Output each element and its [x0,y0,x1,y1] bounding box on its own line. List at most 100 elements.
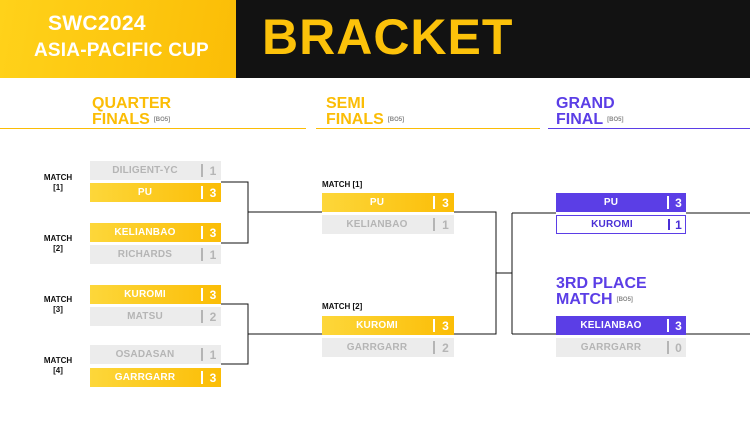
semi-title-line2: FINALS [326,111,384,129]
team-name: PU [369,197,385,208]
team-name: PU [603,197,619,208]
team-name: DILIGENT-YC [112,165,178,176]
score-divider [201,226,203,239]
qf4-team-top[interactable]: OSADASAN 1 [90,345,221,364]
sf1-team-bottom[interactable]: KELIANBAO 1 [322,215,454,234]
gf-team-bottom[interactable]: KUROMI 1 [556,215,686,234]
qf2-label-line1: MATCH [43,234,73,243]
qf3-label-line1: MATCH [43,295,73,304]
team-name: KUROMI [356,320,398,331]
qf2-team-bottom[interactable]: RICHARDS 1 [90,245,221,264]
team-name: KUROMI [124,289,166,300]
final-rule [548,128,750,129]
grand-final-title: GRAND FINAL[BO5] [556,95,632,129]
team-score: 0 [675,340,682,355]
qf-match-label-3: MATCH [3] [40,295,76,315]
team-score: 3 [209,287,217,302]
third-title-line2: MATCH [556,291,613,309]
title-banner [236,0,750,78]
score-divider [201,310,203,323]
score-divider [668,219,670,230]
team-name: KELIANBAO [346,219,408,230]
connector-qf3-qf4 [221,303,249,365]
event-name: SWC2024 [48,12,146,35]
score-divider [433,319,435,332]
qf-match-label-2: MATCH [2] [40,234,76,254]
team-score: 3 [209,185,217,200]
team-score: 1 [209,247,217,262]
qf4-label-line1: MATCH [43,356,73,365]
qf4-team-bottom[interactable]: GARRGARR 3 [90,368,221,387]
qf3-team-bottom[interactable]: MATSU 2 [90,307,221,326]
quarter-title-line1: QUARTER [92,95,172,112]
team-score: 3 [442,318,449,333]
sf2-team-bottom[interactable]: GARRGARR 2 [322,338,454,357]
semi-format: [BO5] [387,117,405,123]
sf-match-label-1: MATCH [1] [322,180,363,189]
team-name: RICHARDS [117,249,173,260]
semi-finals-title: SEMI FINALS[BO5] [326,95,413,129]
score-divider [433,218,435,231]
qf-match-label-4: MATCH [4] [40,356,76,376]
team-score: 1 [675,217,682,232]
team-name: KELIANBAO [114,227,176,238]
team-score: 3 [442,195,449,210]
score-divider [201,248,203,261]
score-divider [201,186,203,199]
team-score: 1 [442,217,449,232]
qf-match-label-1: MATCH [1] [40,173,76,193]
team-score: 3 [209,225,217,240]
score-divider [667,196,669,209]
quarter-format: [BO5] [153,117,171,123]
sf-match-label-2: MATCH [2] [322,302,363,311]
team-name: PU [137,187,153,198]
grand-title-line1: GRAND [556,95,615,112]
quarter-rule [0,128,306,129]
qf1-team-bottom[interactable]: PU 3 [90,183,221,202]
third-place-title: 3RD PLACE MATCH[BO5] [556,276,647,308]
qf4-label-line2: [4] [53,366,63,375]
third-team-top[interactable]: KELIANBAO 3 [556,316,686,335]
semi-rule [316,128,540,129]
qf1-label-line1: MATCH [43,173,73,182]
team-score: 2 [209,309,217,324]
qf2-team-top[interactable]: KELIANBAO 3 [90,223,221,242]
gf-team-top[interactable]: PU 3 [556,193,686,212]
team-name: OSADASAN [115,349,175,360]
grand-format: [BO5] [607,117,624,123]
quarter-finals-title: QUARTER FINALS[BO5] [92,95,180,129]
third-team-bottom[interactable]: GARRGARR 0 [556,338,686,357]
qf1-label-line2: [1] [53,183,63,192]
qf3-team-top[interactable]: KUROMI 3 [90,285,221,304]
score-divider [201,164,203,177]
team-score: 3 [675,195,682,210]
score-divider [433,196,435,209]
sf1-team-top[interactable]: PU 3 [322,193,454,212]
third-title-line1: 3RD PLACE [556,275,647,292]
team-name: KELIANBAO [580,320,642,331]
team-name: GARRGARR [580,342,642,353]
team-name: MATSU [127,311,163,322]
team-score: 1 [209,347,217,362]
team-score: 3 [209,370,217,385]
score-divider [201,288,203,301]
grand-title-line2: FINAL [556,111,604,129]
qf2-label-line2: [2] [53,244,63,253]
team-score: 3 [675,318,682,333]
sf2-team-top[interactable]: KUROMI 3 [322,316,454,335]
connector-qf1-qf2 [221,181,249,244]
connector-sf-pair [454,211,497,335]
event-banner: SWC2024 ASIA-PACIFIC CUP [0,0,236,78]
page-title: BRACKET [262,9,514,65]
score-divider [201,371,203,384]
semi-title-line1: SEMI [326,95,366,112]
quarter-title-line2: FINALS [92,111,150,129]
team-name: KUROMI [591,219,633,230]
score-divider [201,348,203,361]
third-format: [BO5] [616,297,633,303]
score-divider [667,319,669,332]
score-divider [667,341,669,354]
event-subtitle: ASIA-PACIFIC CUP [34,40,209,61]
qf1-team-top[interactable]: DILIGENT-YC 1 [90,161,221,180]
